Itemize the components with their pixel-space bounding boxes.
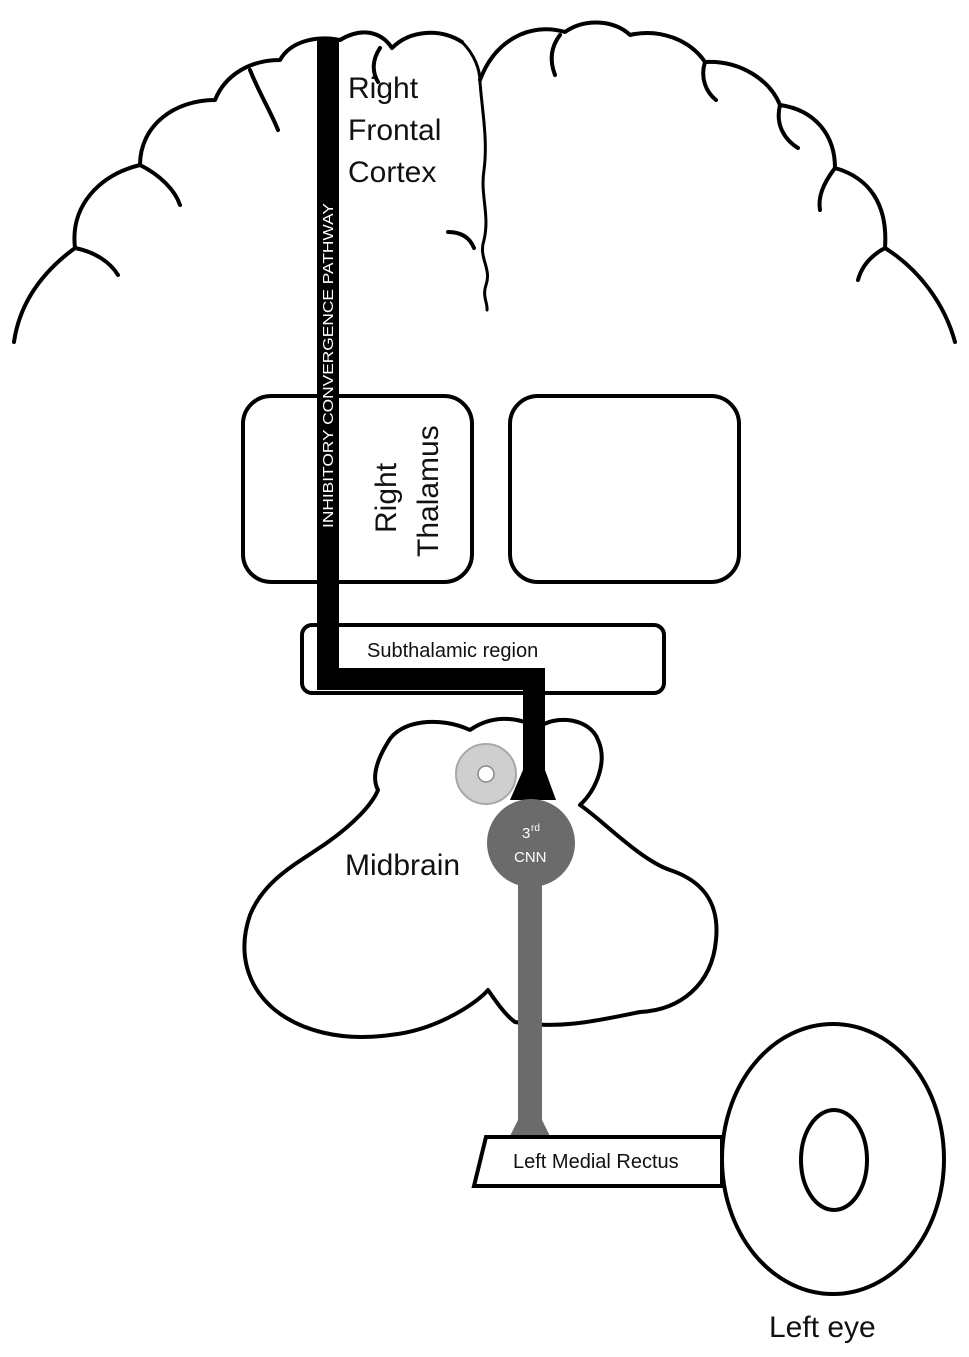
eye-label: Left eye xyxy=(769,1311,876,1344)
cortex-left-hemisphere xyxy=(12,30,464,344)
cortex-label-line2: Frontal xyxy=(348,114,441,147)
third-cnn-nucleus xyxy=(487,799,575,887)
sulcus xyxy=(138,163,182,207)
cnn-superscript: rd xyxy=(531,823,540,834)
cortex-label-line1: Right xyxy=(348,72,419,105)
subthalamic-label: Subthalamic region xyxy=(367,640,538,662)
cnn-number: 3 xyxy=(522,825,530,842)
sulcus xyxy=(371,46,382,84)
pathway-label: INHIBITORY CONVERGENCE PATHWAY xyxy=(320,203,337,528)
right-thalamus-box xyxy=(241,394,474,584)
third-nerve-fiber xyxy=(518,870,542,1126)
left-eye-pupil xyxy=(799,1108,869,1212)
sulcus xyxy=(248,68,280,132)
midbrain-label: Midbrain xyxy=(345,849,460,882)
cnn-label: CNN xyxy=(514,849,547,866)
left-thalamus-box xyxy=(508,394,741,584)
left-medial-rectus-shape xyxy=(471,1135,724,1188)
muscle-label: Left Medial Rectus xyxy=(513,1151,679,1173)
sulcus xyxy=(73,246,120,277)
thalamus-label-line2: Thalamus xyxy=(412,425,445,557)
pathway-terminal xyxy=(510,770,556,800)
sulcus xyxy=(817,166,837,212)
cortex-right-hemisphere xyxy=(478,20,957,344)
longitudinal-fissure xyxy=(460,40,489,312)
sulcus xyxy=(446,230,476,250)
sulcus xyxy=(856,246,887,282)
thalamus-label-line1: Right xyxy=(370,462,403,533)
midbrain-outline xyxy=(242,716,719,1039)
sulcus xyxy=(701,60,718,102)
cortex-label-line3: Cortex xyxy=(348,156,436,189)
sulcus xyxy=(776,103,800,150)
cortex-outline xyxy=(12,20,957,344)
sulcus xyxy=(549,33,562,77)
gray-ring-center xyxy=(477,765,495,783)
